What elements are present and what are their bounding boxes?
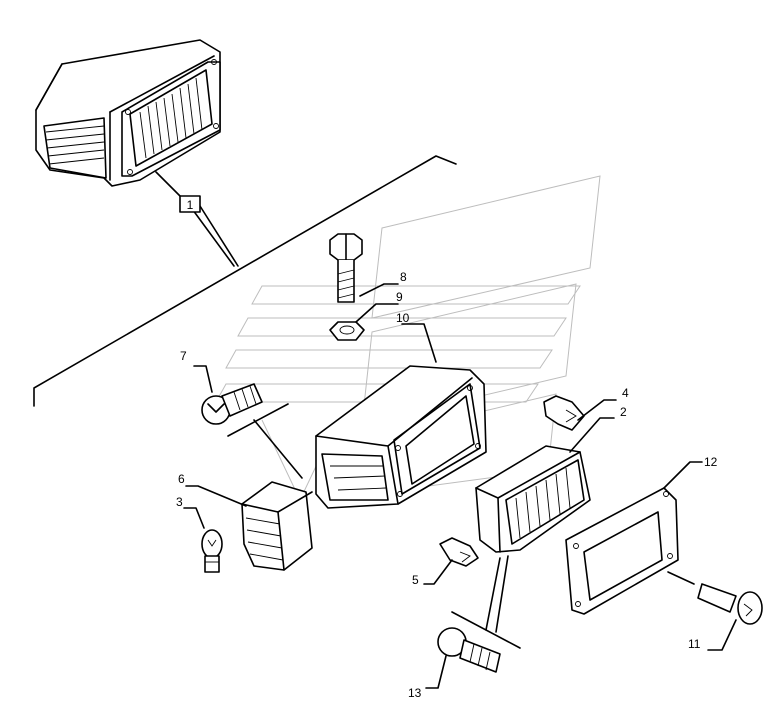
bezel-frame bbox=[565, 487, 679, 615]
label-10: 10 bbox=[396, 311, 410, 325]
label-7: 7 bbox=[180, 349, 187, 363]
bolt-13 bbox=[437, 627, 501, 673]
label-11: 11 bbox=[688, 637, 701, 651]
bulb-4 bbox=[543, 395, 585, 431]
screw-11 bbox=[697, 583, 763, 625]
lamp-unit bbox=[475, 445, 591, 553]
hex-bolt bbox=[329, 233, 363, 303]
bolt-7 bbox=[201, 383, 263, 425]
label-4: 4 bbox=[622, 386, 629, 400]
indicator-lens bbox=[241, 481, 313, 571]
label-5: 5 bbox=[412, 573, 419, 587]
leader-lines bbox=[183, 283, 737, 689]
headlamp-assembly bbox=[35, 39, 221, 187]
lamp-housing bbox=[315, 365, 487, 509]
label-13: 13 bbox=[408, 686, 422, 700]
label-6: 6 bbox=[178, 472, 185, 486]
label-8: 8 bbox=[400, 270, 407, 284]
label-assembly: 1 bbox=[187, 198, 194, 212]
label-2: 2 bbox=[620, 405, 627, 419]
callout-box-1 bbox=[179, 195, 201, 213]
label-12: 12 bbox=[704, 455, 718, 469]
bulb-5 bbox=[439, 537, 479, 567]
label-3: 3 bbox=[176, 495, 183, 509]
hex-nut bbox=[329, 321, 365, 341]
label-9: 9 bbox=[396, 290, 403, 304]
bulb-small bbox=[201, 529, 223, 573]
